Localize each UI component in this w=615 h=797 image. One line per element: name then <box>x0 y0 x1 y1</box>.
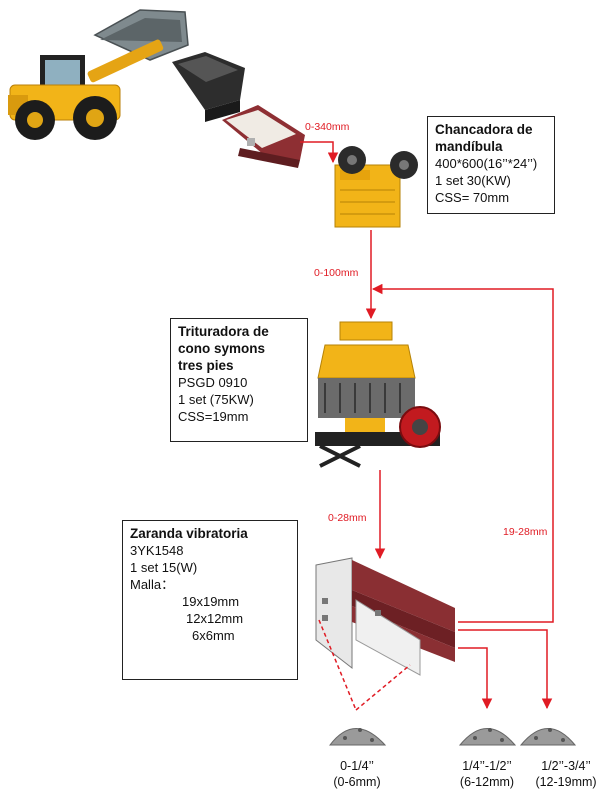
cone-crusher-icon <box>315 321 441 468</box>
product-size-mm: (12-19mm) <box>535 775 597 789</box>
cone-crusher-power: 1 set (75KW) <box>178 392 254 407</box>
cone-crusher-title-line2: cono symons <box>178 341 266 356</box>
cone-crusher-model: PSGD 0910 <box>178 375 248 390</box>
flow-line-out-12mm <box>458 647 493 710</box>
wheel-loader-icon <box>8 9 189 140</box>
product-size-mm: (0-6mm) <box>333 775 381 789</box>
flow-label-feed: 0-340mm <box>305 121 350 133</box>
vibrating-screen-info-box: Zaranda vibratoria 3YK1548 1 set 15(W) M… <box>122 520 298 680</box>
cone-crusher-title-line3: tres pies <box>178 358 234 373</box>
jaw-crusher-model: 400*600(16’’*24’’) <box>435 156 538 171</box>
flow-lines <box>300 141 554 711</box>
jaw-crusher-info-box: Chancadora de mandíbula 400*600(16’’*24’… <box>427 116 555 214</box>
vibrating-screen-mesh-label: Malla： <box>130 577 175 592</box>
product-size-inch: 0-1/4’’ <box>340 759 374 773</box>
feed-hopper-icon <box>172 52 245 122</box>
product-label-coarse: 1/2’’-3/4’’ (12-19mm) <box>522 758 610 790</box>
product-label-fine: 0-1/4’’ (0-6mm) <box>322 758 392 790</box>
vibrating-screen-title: Zaranda vibratoria <box>130 526 248 541</box>
product-label-medium: 1/4’’-1/2’’ (6-12mm) <box>447 758 527 790</box>
product-size-inch: 1/2’’-3/4’’ <box>541 759 591 773</box>
jaw-crusher-power: 1 set 30(KW) <box>435 173 511 188</box>
flow-label-cone-to-screen: 0-28mm <box>328 512 367 524</box>
vibrating-screen-power: 1 set 15(W) <box>130 560 198 575</box>
vibrating-screen-icon <box>315 557 455 676</box>
flow-line-feed-to-jaw <box>300 141 339 164</box>
product-size-mm: (6-12mm) <box>459 775 515 789</box>
flow-line-return <box>371 283 554 623</box>
jaw-crusher-title-line1: Chancadora de <box>435 122 533 137</box>
flow-line-fines <box>318 619 357 711</box>
mesh-size-1: 19x19mm <box>182 594 240 609</box>
flow-label-jaw-to-cone: 0-100mm <box>314 267 359 279</box>
flow-label-return: 19-28mm <box>503 526 548 538</box>
cone-crusher-title-line1: Trituradora de <box>178 324 269 339</box>
cone-crusher-info-box: Trituradora de cono symons tres pies PSG… <box>170 318 308 442</box>
product-size-inch: 1/4’’-1/2’’ <box>462 759 512 773</box>
jaw-crusher-css: CSS= 70mm <box>435 190 510 205</box>
mesh-size-2: 12x12mm <box>186 611 244 626</box>
jaw-crusher-title-line2: mandíbula <box>435 139 503 154</box>
stone-pile-icon <box>458 728 517 746</box>
flow-line-fines-2 <box>355 664 411 711</box>
vibrating-screen-model: 3YK1548 <box>130 543 184 558</box>
cone-crusher-css: CSS=19mm <box>178 409 249 424</box>
stone-pile-icon <box>519 728 577 746</box>
flow-line-out-19mm <box>458 629 553 710</box>
mesh-size-3: 6x6mm <box>192 628 235 643</box>
jaw-crusher-icon <box>334 146 418 228</box>
stone-pile-icon <box>328 728 387 746</box>
vibrating-feeder-icon <box>222 105 305 168</box>
